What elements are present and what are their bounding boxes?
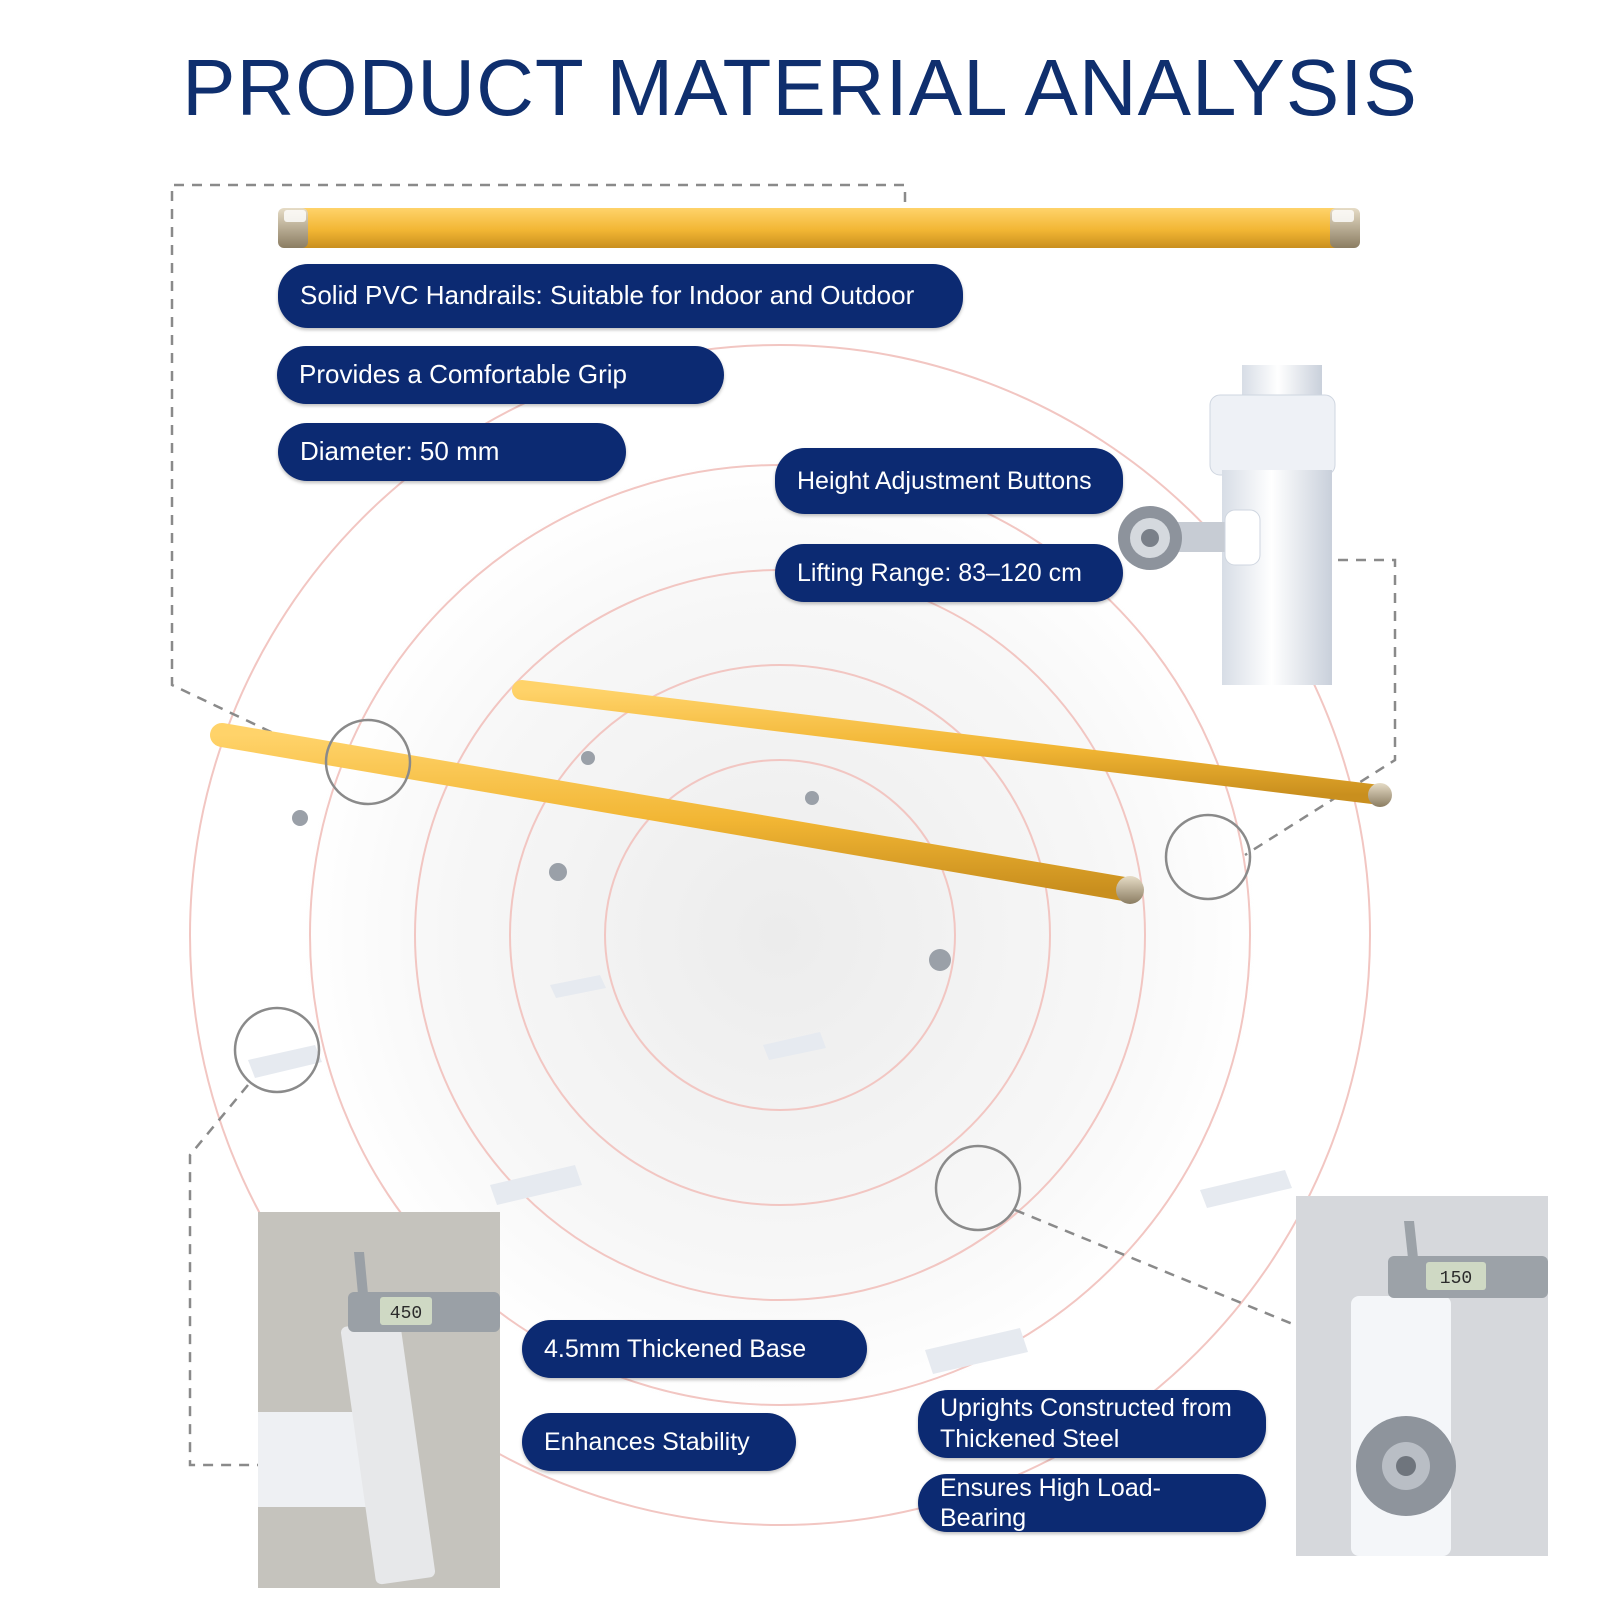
height-adjuster-closeup (1118, 365, 1336, 685)
label-lifting-range: Lifting Range: 83–120 cm (775, 544, 1123, 602)
label-height-adjustment: Height Adjustment Buttons (775, 448, 1123, 514)
label-handrail-material: Solid PVC Handrails: Suitable for Indoor… (278, 264, 963, 328)
front-bar (210, 723, 1144, 1374)
caliper-reading-base: 450 (390, 1304, 422, 1324)
highlight-circles (233, 718, 1252, 1232)
callout-lines (170, 183, 1397, 1467)
label-comfortable-grip: Provides a Comfortable Grip (277, 346, 724, 404)
base-thickness-photo: 450 (258, 1212, 500, 1588)
caliper-reading-upright: 150 (1440, 1269, 1472, 1289)
label-thickened-base: 4.5mm Thickened Base (522, 1320, 867, 1378)
label-stability: Enhances Stability (522, 1413, 796, 1471)
label-diameter: Diameter: 50 mm (278, 423, 626, 481)
upright-thickness-photo: 150 (1296, 1196, 1548, 1556)
adjustment-knob-icon (1118, 506, 1182, 570)
page-title: PRODUCT MATERIAL ANALYSIS (182, 43, 1418, 132)
caliper-icon: 450 (348, 1252, 500, 1332)
label-uprights: Uprights Constructed from Thickened Stee… (918, 1390, 1266, 1458)
handrail-sample (278, 208, 1360, 248)
label-load-bearing: Ensures High Load-Bearing (918, 1474, 1266, 1532)
